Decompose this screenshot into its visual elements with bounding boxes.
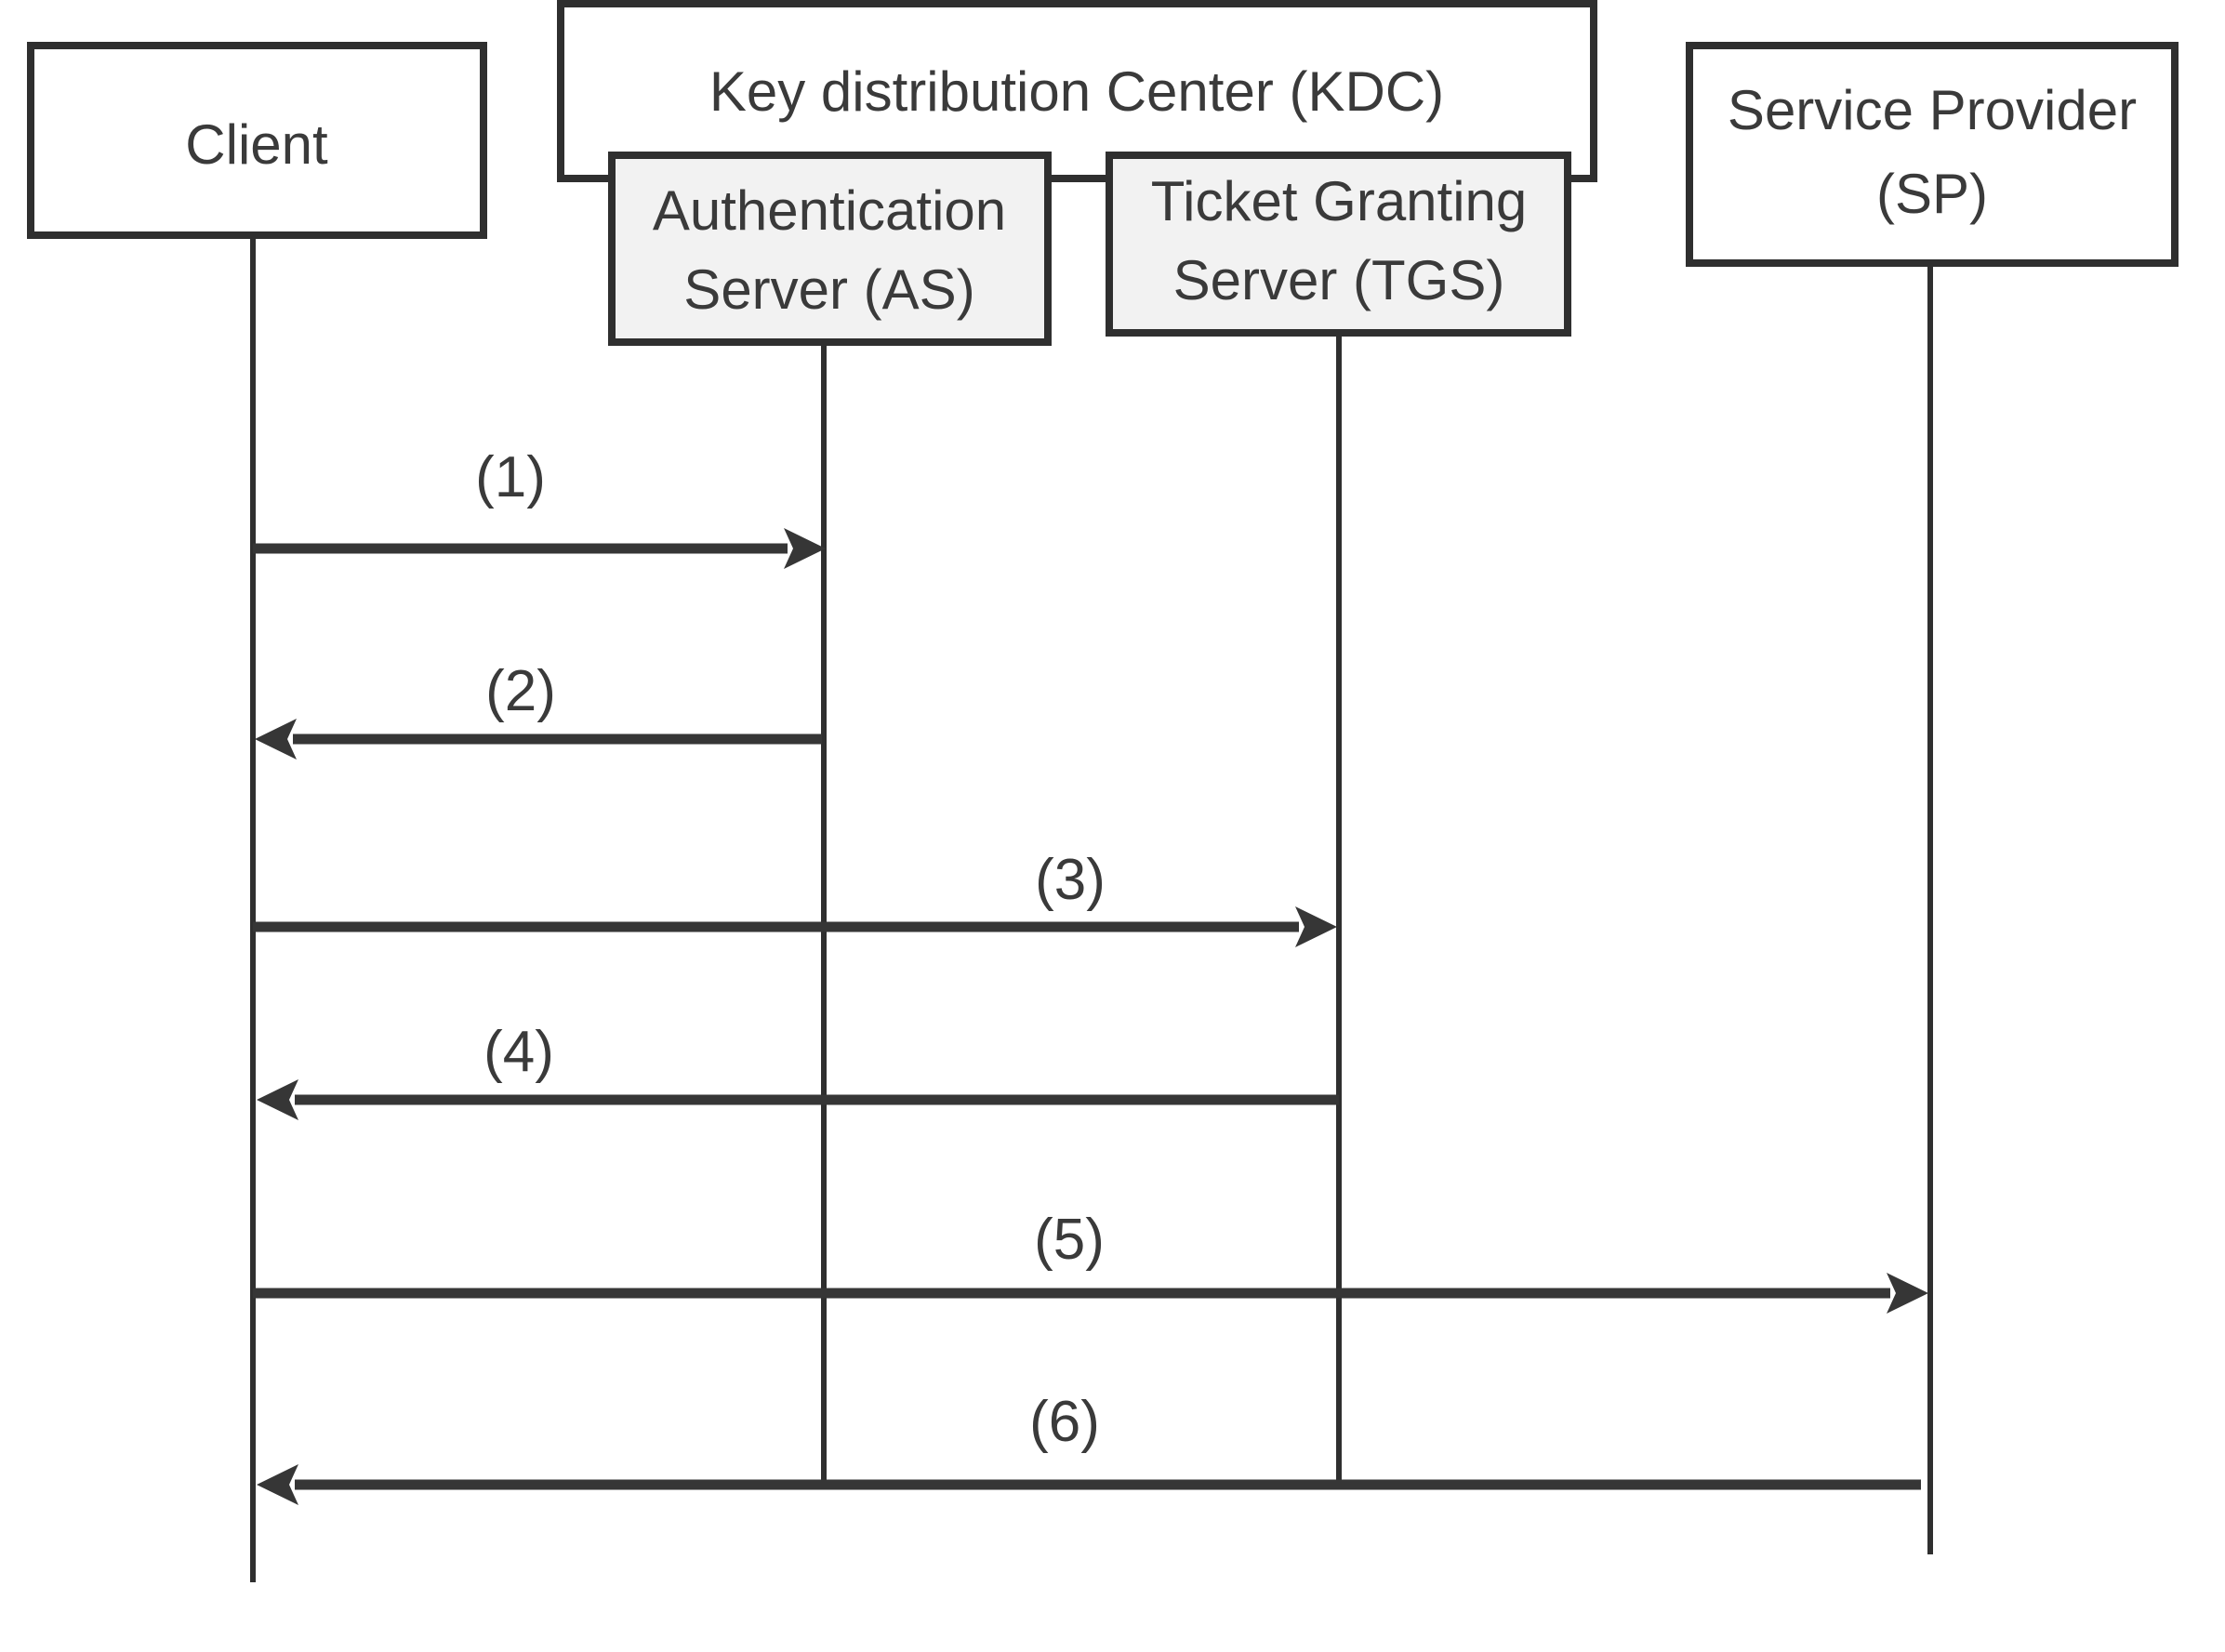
kdc-box bbox=[557, 0, 1597, 182]
message-4-label: (4) bbox=[483, 1020, 554, 1084]
as-label-line2: Server (AS) bbox=[683, 258, 974, 321]
message-3-arrowhead bbox=[1295, 906, 1337, 947]
message-4-arrowhead bbox=[257, 1079, 298, 1120]
message-5-arrow bbox=[253, 1273, 1928, 1314]
message-6-arrowhead bbox=[257, 1464, 298, 1505]
message-2-arrowhead bbox=[255, 719, 297, 760]
message-5-arrowhead bbox=[1887, 1273, 1928, 1314]
message-3-arrow bbox=[253, 906, 1337, 947]
message-3-label: (3) bbox=[1035, 848, 1106, 912]
message-2-arrow bbox=[255, 719, 822, 760]
message-1-arrow bbox=[253, 528, 826, 569]
kdc-label: Key distribution Center (KDC) bbox=[709, 60, 1444, 123]
tgs-label-line2: Server (TGS) bbox=[1173, 249, 1505, 311]
message-5-label: (5) bbox=[1034, 1208, 1105, 1272]
tgs-label-line1: Ticket Granting bbox=[1151, 170, 1528, 232]
ticket-granting-server-box bbox=[1106, 152, 1571, 337]
as-label-line1: Authentication bbox=[653, 179, 1006, 242]
message-4-arrow bbox=[257, 1079, 1339, 1120]
sp-label-line1: Service Provider bbox=[1728, 79, 2137, 141]
message-6-label: (6) bbox=[1029, 1390, 1100, 1454]
message-1-label: (1) bbox=[475, 445, 546, 509]
client-label: Client bbox=[185, 113, 328, 176]
message-1-arrowhead bbox=[784, 528, 826, 569]
message-6-arrow bbox=[257, 1464, 1921, 1505]
sp-label-line2: (SP) bbox=[1876, 163, 1988, 225]
authentication-server-box bbox=[608, 152, 1052, 346]
client-box bbox=[27, 42, 487, 239]
message-2-label: (2) bbox=[485, 659, 556, 723]
